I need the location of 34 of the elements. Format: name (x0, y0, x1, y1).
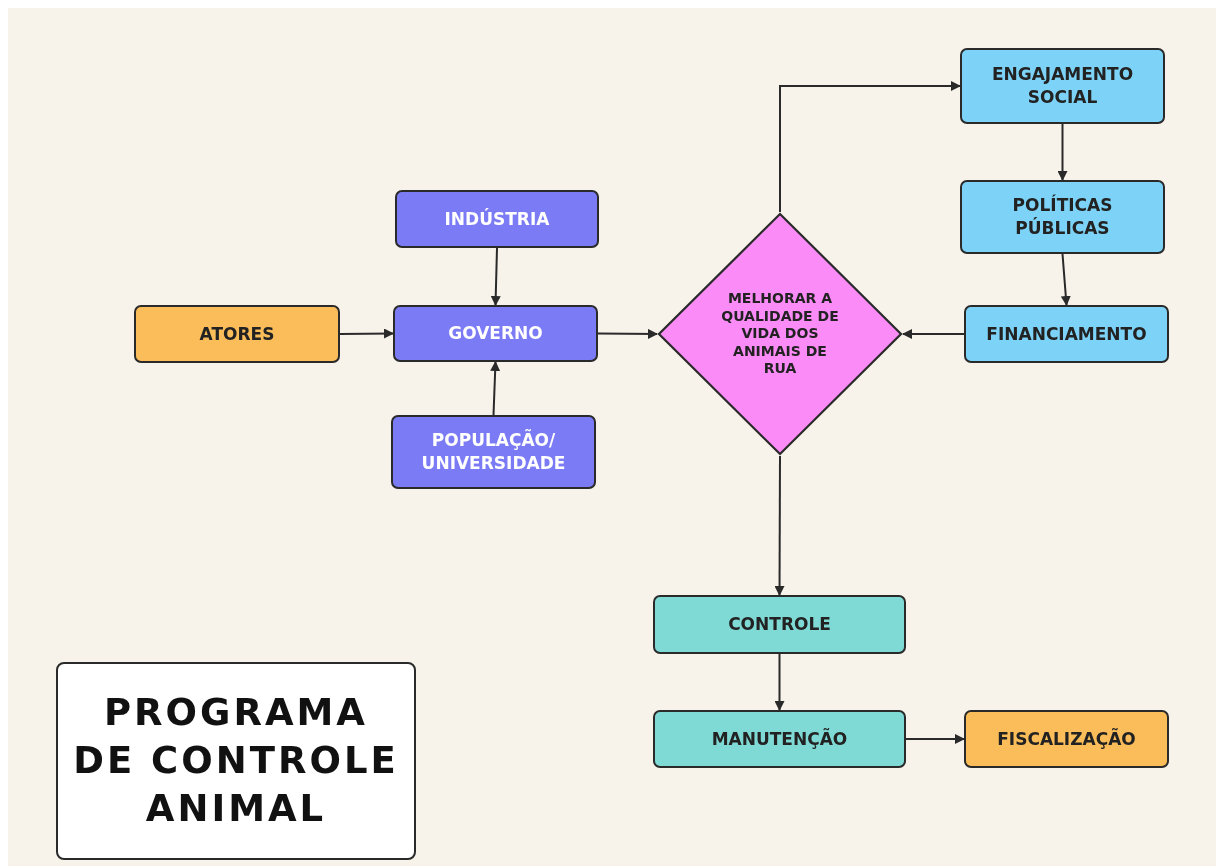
process-box (964, 305, 1169, 363)
title-box: PROGRAMA DE CONTROLE ANIMAL (56, 662, 416, 860)
node-label: GOVERNO (448, 322, 543, 345)
process-box (395, 190, 599, 248)
node-label: ENGAJAMENTO SOCIAL (990, 63, 1135, 109)
arrow (779, 81, 961, 213)
node-label: FINANCIAMENTO (986, 322, 1147, 346)
node-label: INDÚSTRIA (444, 207, 550, 231)
process-box (653, 710, 906, 768)
process-box (134, 305, 340, 363)
arrow (774, 653, 785, 711)
arrow (339, 328, 394, 339)
arrow (1057, 123, 1068, 181)
node-label: FISCALIZAÇÃO (997, 727, 1136, 751)
node-label: CONTROLE (728, 613, 831, 636)
node-label: POPULAÇÃO/ UNIVERSIDADE (420, 429, 567, 475)
arrow (490, 247, 501, 306)
node-label: POLÍTICAS PÚBLICAS (1011, 194, 1114, 240)
process-box (391, 415, 596, 489)
process-box (960, 180, 1165, 254)
arrow (905, 734, 965, 744)
arrow (902, 329, 965, 339)
node-label: MELHORAR A QUALIDADE DE VIDA DOS ANIMAIS DE RUA (720, 290, 840, 378)
process-box (964, 710, 1169, 768)
process-box (960, 48, 1165, 124)
arrow (490, 361, 501, 416)
node-label: ATORES (199, 322, 275, 346)
arrow (1060, 253, 1071, 306)
node-label: MANUTENÇÃO (711, 727, 848, 751)
arrow (597, 328, 658, 339)
process-box (653, 595, 906, 654)
decision-diamond (657, 212, 903, 456)
arrow (774, 455, 785, 596)
process-box (393, 305, 598, 362)
